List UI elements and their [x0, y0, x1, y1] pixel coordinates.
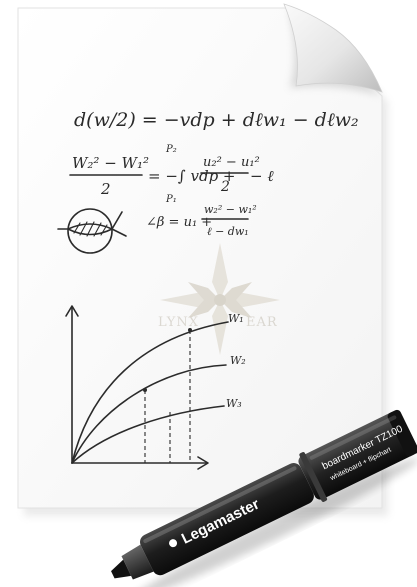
equation-1-text: d(w/2) = −vdp + dℓw₁ − dℓw₂	[74, 109, 359, 131]
curve-label-w1: W₁	[228, 312, 244, 325]
eq2-tail: − ℓ	[250, 167, 274, 185]
equation-2: W₂² − W₁² 2 = −∫ vdp + P₂ P₁ u₂² − u₁² 2…	[69, 144, 274, 205]
page-curl	[283, 3, 383, 96]
curve-label-w2: W₂	[230, 354, 246, 367]
watermark-text-right: EAR	[246, 315, 278, 330]
eq2-fraction-denominator: 2	[220, 179, 230, 195]
curve-w2	[71, 364, 227, 464]
eq3-lhs: ∠β = u₁ +	[146, 215, 212, 230]
marker-cap	[298, 411, 417, 500]
sketch-graph: W₁ W₂ W₃	[65, 305, 246, 470]
sketch-circle-diagram	[57, 208, 127, 254]
eq2-numerator: W₂² − W₁²	[72, 154, 149, 172]
eq3-denominator: ℓ − dw₁	[207, 225, 249, 238]
curve-label-w3: W₃	[226, 397, 242, 410]
equation-3: ∠β = u₁ + w₂² − w₁² ℓ − dw₁	[146, 203, 257, 238]
eq3-numerator: w₂² − w₁²	[204, 203, 257, 216]
curve-w1	[71, 321, 229, 464]
marker-tip	[111, 559, 132, 579]
marker-pen: Legamaster boardmarker TZ100 whiteboard …	[111, 409, 417, 587]
watermark-text-left: LYNX	[158, 315, 199, 330]
curve-w3	[71, 405, 225, 464]
eq2-fraction-numerator: u₂² − u₁²	[203, 155, 260, 170]
eq2-upper-limit: P₂	[165, 144, 177, 155]
paper-sheet	[17, 7, 383, 509]
equation-1: d(w/2) = −vdp + dℓw₁ − dℓw₂	[74, 109, 359, 131]
marker-barrel	[140, 463, 314, 576]
eq2-lower-limit: P₁	[165, 194, 177, 205]
eq2-middle: = −∫ vdp +	[148, 167, 236, 185]
eq2-denominator: 2	[100, 180, 111, 198]
watermark-logo: LYNX EAR	[158, 243, 280, 355]
